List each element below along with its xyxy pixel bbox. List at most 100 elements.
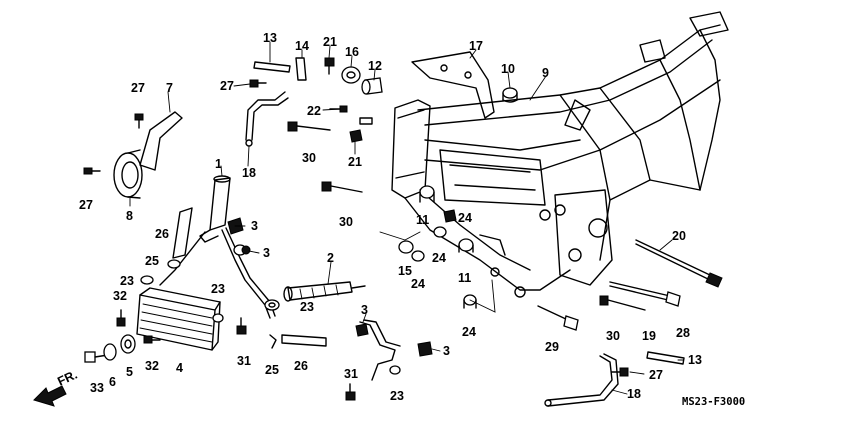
callout-3: 3 <box>443 344 450 358</box>
callout-24: 24 <box>432 251 446 265</box>
callout-10: 10 <box>501 62 515 76</box>
callout-3: 3 <box>251 219 258 233</box>
nut-24-c <box>411 250 425 262</box>
callout-13: 13 <box>688 353 702 367</box>
callout-7: 7 <box>166 81 173 95</box>
callout-2: 2 <box>327 251 334 265</box>
callout-18: 18 <box>627 387 641 401</box>
oil-cooler-4 <box>136 287 221 351</box>
callout-24: 24 <box>411 277 425 291</box>
nut-3-lower <box>355 323 369 337</box>
washer-23-lower <box>389 365 401 375</box>
bushing-12 <box>361 77 383 95</box>
rod-13-top <box>253 61 291 73</box>
front-direction-arrow <box>33 385 67 407</box>
callout-25: 25 <box>145 254 159 268</box>
callout-27: 27 <box>220 79 234 93</box>
leader-lines <box>379 231 496 313</box>
clip-23-filter <box>212 313 224 323</box>
callout-31: 31 <box>344 367 358 381</box>
bolt-30-right <box>599 295 646 311</box>
callout-8: 8 <box>126 209 133 223</box>
callout-21: 21 <box>348 155 362 169</box>
callout-16: 16 <box>345 45 359 59</box>
plate-22 <box>359 117 373 125</box>
bolt-30-mid <box>321 181 363 193</box>
callout-12: 12 <box>368 59 382 73</box>
front-label: FR. <box>55 368 79 389</box>
callout-18: 18 <box>242 166 256 180</box>
bracket-17 <box>411 51 495 119</box>
callout-14: 14 <box>295 39 309 53</box>
callout-1: 1 <box>215 157 222 171</box>
nut-21-top <box>324 57 335 75</box>
callout-29: 29 <box>545 340 559 354</box>
callout-11: 11 <box>458 271 471 285</box>
callout-32: 32 <box>145 359 159 373</box>
callout-30: 30 <box>606 329 620 343</box>
callout-5: 5 <box>126 365 133 379</box>
pin-14 <box>295 57 307 81</box>
callout-4: 4 <box>176 361 183 375</box>
handle-18-right <box>544 353 619 407</box>
bearing-16 <box>341 66 361 84</box>
nut-21-mid <box>349 129 363 143</box>
collar-11-lower <box>458 238 474 253</box>
collar-11-upper <box>419 185 435 203</box>
oil-hose-2 <box>283 281 366 302</box>
bolt-27-horn <box>134 113 144 129</box>
callout-31: 31 <box>237 354 251 368</box>
callout-24: 24 <box>458 211 472 225</box>
nut-24-a <box>443 209 457 223</box>
diagram-code: MS23-F3000 <box>682 396 745 408</box>
nut-24-d <box>463 294 477 309</box>
bolt-31-lower <box>345 383 356 401</box>
callout-20: 20 <box>672 229 686 243</box>
callout-23: 23 <box>211 282 225 296</box>
washer-6 <box>103 343 117 361</box>
collar-5 <box>120 334 136 354</box>
bolt-32-upper <box>116 309 126 327</box>
bolt-29 <box>537 305 579 331</box>
callout-26: 26 <box>294 359 308 373</box>
callout-19: 19 <box>642 329 656 343</box>
ring-23-mid <box>264 299 280 311</box>
bolt-27-left <box>83 167 101 175</box>
bolt-27-top <box>249 79 267 88</box>
nut-3-right <box>417 341 433 357</box>
callout-32: 32 <box>113 289 127 303</box>
clip-23-cooler <box>140 275 154 285</box>
callout-17: 17 <box>469 39 483 53</box>
callout-27: 27 <box>131 81 145 95</box>
hose-26-lower <box>281 334 327 347</box>
handle-18-top <box>245 91 289 147</box>
callout-21: 21 <box>323 35 337 49</box>
callout-23: 23 <box>390 389 404 403</box>
callout-9: 9 <box>542 66 549 80</box>
callout-13: 13 <box>263 31 277 45</box>
callout-26: 26 <box>155 227 169 241</box>
callout-27: 27 <box>79 198 93 212</box>
clip-25-lower <box>269 334 277 349</box>
callout-leaders <box>129 41 684 395</box>
callout-3: 3 <box>361 303 368 317</box>
callout-labels: 1 2 3 3 3 3 4 5 6 7 8 9 10 11 11 12 13 1… <box>55 31 745 408</box>
callout-24: 24 <box>462 325 476 339</box>
callout-22: 22 <box>307 104 321 118</box>
callout-15: 15 <box>398 264 412 278</box>
clip-25-left <box>167 259 181 269</box>
rod-13-right <box>646 351 685 365</box>
bolt-27-right <box>611 367 629 377</box>
callout-28: 28 <box>676 326 690 340</box>
horn-8 <box>113 149 143 199</box>
callout-23: 23 <box>120 274 134 288</box>
bolt-20 <box>635 239 723 288</box>
callout-23: 23 <box>300 300 314 314</box>
bolt-28 <box>609 281 681 307</box>
callout-11: 11 <box>416 213 429 227</box>
callout-27: 27 <box>649 368 663 382</box>
nut-3-mid <box>233 244 251 256</box>
bolt-32-lower <box>143 335 161 344</box>
